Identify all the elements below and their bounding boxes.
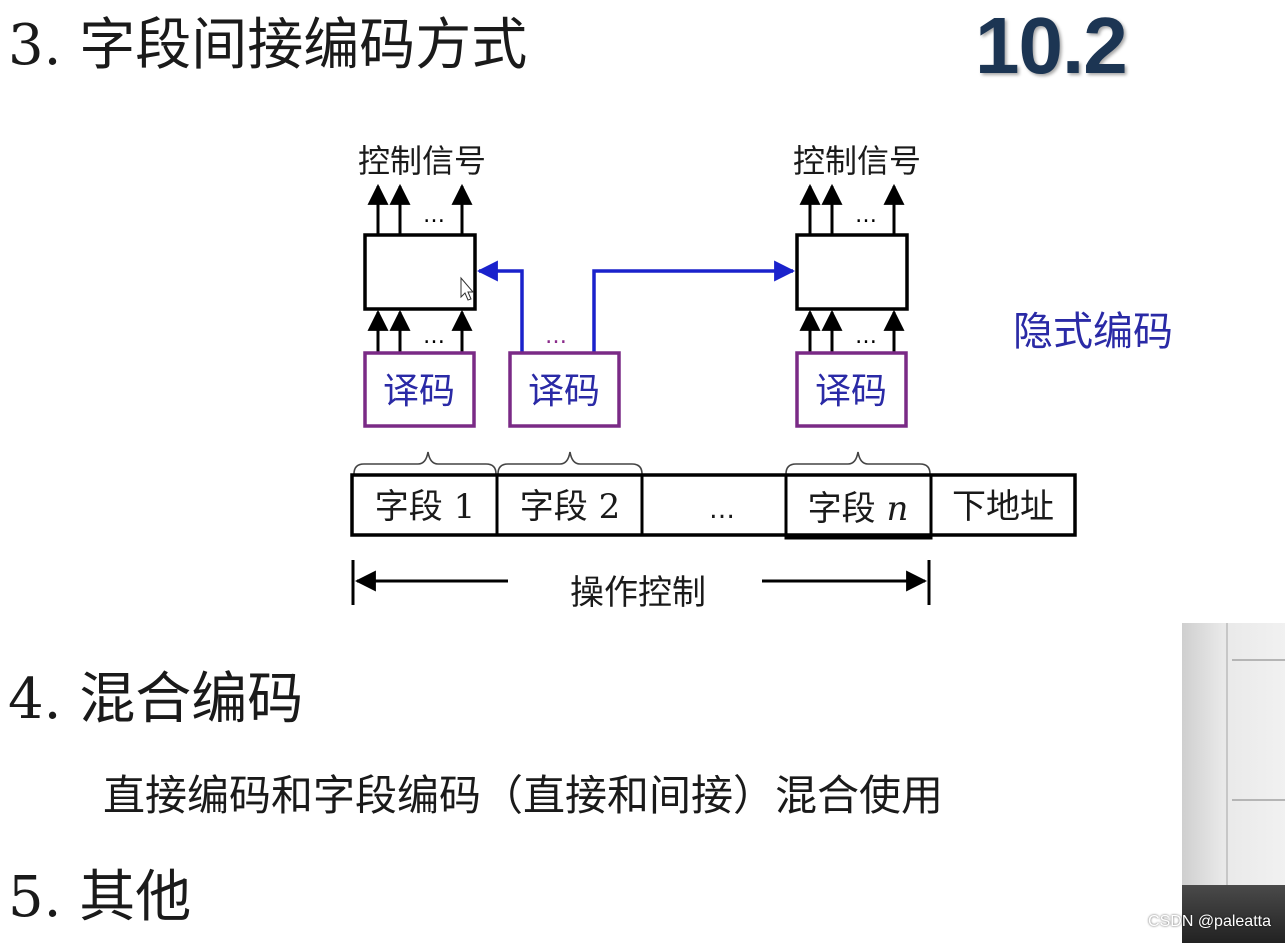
left-input-ellipsis: … — [423, 324, 445, 349]
decoder-n-box — [795, 351, 908, 428]
csdn-watermark: CSDN @paleatta — [1148, 913, 1271, 930]
field-2-label: 字段 2 — [520, 487, 620, 527]
right-input-arrows — [799, 309, 905, 353]
implicit-encoding-label: 隐式编码 — [1013, 309, 1173, 355]
left-control-box — [363, 233, 477, 311]
control-signal-label-left: 控制信号 — [358, 142, 486, 180]
decoder-1-box — [363, 351, 476, 428]
operation-control-label: 操作控制 — [570, 573, 706, 613]
field-braces — [353, 451, 931, 475]
decoder-n-label: 译码 — [815, 371, 887, 412]
field-n-italic: n — [886, 489, 908, 529]
field-n-label: 字段 n — [808, 489, 909, 529]
microinstruction-format — [350, 473, 1077, 540]
right-control-box — [795, 233, 909, 311]
section-5-heading: 5. 其他 — [8, 865, 192, 930]
left-output-arrows — [367, 183, 473, 235]
presenter-video-thumbnail — [1182, 623, 1285, 943]
operation-control-span — [351, 560, 931, 605]
section-4-heading: 4. 混合编码 — [8, 667, 304, 732]
left-input-arrows — [367, 309, 473, 353]
mouse-cursor-icon — [460, 276, 475, 301]
field-ellipsis-label: … — [709, 495, 735, 525]
control-signal-label-right: 控制信号 — [793, 142, 921, 180]
right-output-ellipsis: … — [855, 203, 877, 228]
decoder-2-label: 译码 — [528, 371, 600, 412]
mixed-encoding-description: 直接编码和字段编码（直接和间接）混合使用 — [103, 771, 944, 820]
field-1-label: 字段 1 — [375, 487, 475, 527]
next-address-label: 下地址 — [952, 487, 1054, 527]
decoder-1-label: 译码 — [383, 371, 455, 412]
section-3-heading: 3. 字段间接编码方式 — [8, 13, 528, 78]
implicit-link-lines — [476, 260, 796, 353]
right-input-ellipsis: … — [855, 324, 877, 349]
decoder-gap-ellipsis: … — [545, 324, 567, 349]
left-output-ellipsis: … — [423, 203, 445, 228]
right-output-arrows — [799, 183, 905, 235]
decoder-2-box — [508, 351, 621, 428]
chapter-number-badge: 10.2 — [975, 1, 1128, 90]
